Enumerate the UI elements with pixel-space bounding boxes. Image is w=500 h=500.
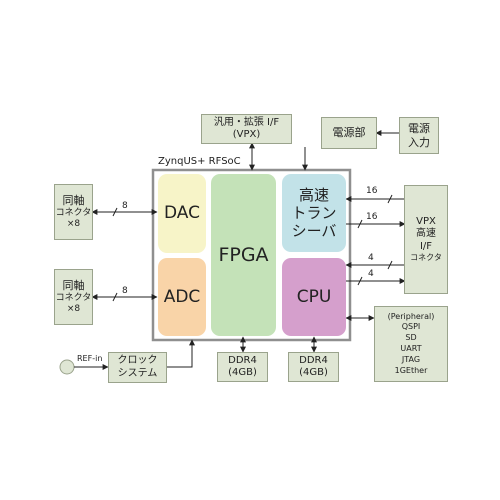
transceiver-label-line1: 高速 — [298, 186, 329, 204]
coax-top-line3: ×8 — [66, 218, 81, 229]
power-unit-box: 電源部 — [321, 117, 377, 149]
adc-label: ADC — [163, 286, 201, 307]
clock-line2: システム — [117, 367, 158, 379]
peripheral-line5: JTAG — [401, 354, 421, 364]
ddr4-left-box: DDR4 (4GB) — [217, 352, 268, 382]
power-unit-label: 電源部 — [332, 126, 366, 140]
coax-top-line2: コネクタ — [55, 207, 92, 218]
adc-lane-count: 8 — [122, 286, 128, 296]
vpx-line3: I/F — [419, 240, 433, 252]
power-input-box: 電源 入力 — [399, 117, 439, 154]
coax-bottom-line1: 同軸 — [62, 278, 85, 292]
transceiver-label-line2: トラン — [291, 204, 337, 222]
coax-bottom-line3: ×8 — [66, 303, 81, 314]
dac-chip: DAC — [158, 174, 206, 253]
ddr4-left-line1: DDR4 — [228, 354, 257, 366]
cpu-chip: CPU — [282, 258, 346, 336]
ref-in-label: REF-in — [77, 354, 103, 363]
coax-bottom-line2: コネクタ — [55, 292, 92, 303]
tx-upper-lane-count: 16 — [366, 186, 378, 196]
power-input-line1: 電源 — [408, 121, 430, 135]
peripheral-line6: 1GEther — [394, 365, 428, 375]
generic-if-line1: 汎用・拡張 I/F — [213, 116, 280, 128]
coax-top-line1: 同軸 — [62, 193, 85, 207]
fpga-label: FPGA — [218, 243, 269, 266]
fpga-chip: FPGA — [211, 174, 276, 336]
vpx-line1: VPX — [416, 215, 436, 227]
coax-connector-box-bottom: 同軸 コネクタ ×8 — [54, 269, 93, 325]
clock-link — [167, 339, 195, 368]
cpu-label: CPU — [296, 286, 332, 307]
ddr4-right-line2: (4GB) — [299, 367, 328, 378]
peripheral-line4: UART — [400, 344, 422, 353]
tx-lower-lane-count: 16 — [366, 212, 378, 222]
transceiver-label-line3: シーバ — [291, 222, 337, 240]
soc-title: ZynqUS+ RFSoC — [158, 156, 241, 167]
power-input-line2: 入力 — [408, 135, 430, 149]
vpx-connector-box: VPX 高速 I/F コネクタ — [404, 185, 448, 294]
coax-connector-box-top: 同軸 コネクタ ×8 — [54, 184, 93, 240]
ddr4-right-box: DDR4 (4GB) — [288, 352, 339, 382]
generic-if-line2: (VPX) — [232, 129, 261, 140]
ref-in-connector — [59, 359, 75, 375]
adc-chip: ADC — [158, 258, 206, 336]
peripheral-box: (Peripheral) QSPI SD UART JTAG 1GEther — [374, 306, 448, 382]
vpx-line4: コネクタ — [410, 253, 442, 263]
vpx-line2: 高速 — [416, 228, 436, 240]
cpu-lower-lane-count: 4 — [368, 269, 374, 279]
dac-label: DAC — [164, 203, 200, 224]
ddr4-right-line1: DDR4 — [299, 354, 328, 366]
peripheral-line1: (Peripheral) — [387, 311, 435, 321]
peripheral-line2: QSPI — [401, 322, 421, 332]
generic-if-box: 汎用・拡張 I/F (VPX) — [201, 114, 292, 144]
clock-line1: クロック — [117, 355, 158, 366]
dac-lane-count: 8 — [122, 201, 128, 211]
cpu-upper-lane-count: 4 — [368, 253, 374, 263]
transceiver-chip: 高速 トラン シーバ — [282, 174, 346, 252]
ddr4-left-line2: (4GB) — [228, 367, 257, 378]
clock-system-box: クロック システム — [108, 352, 167, 383]
peripheral-line3: SD — [405, 333, 417, 343]
